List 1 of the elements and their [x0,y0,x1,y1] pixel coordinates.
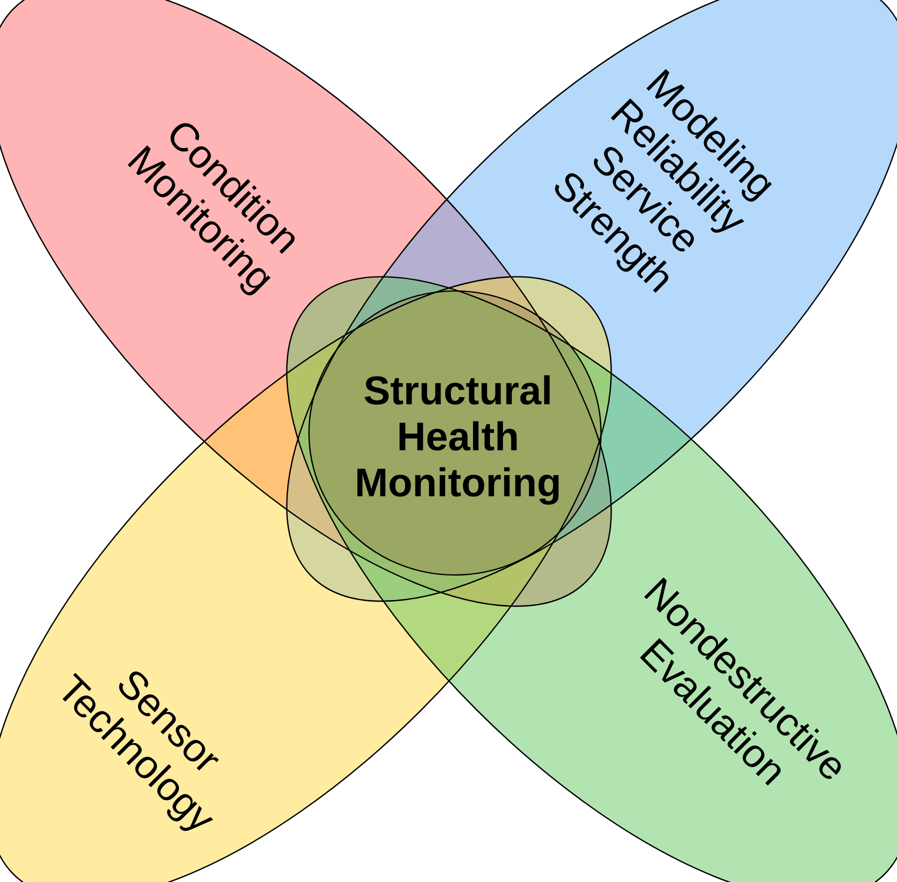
center-label: Structural Health Monitoring [357,375,559,505]
